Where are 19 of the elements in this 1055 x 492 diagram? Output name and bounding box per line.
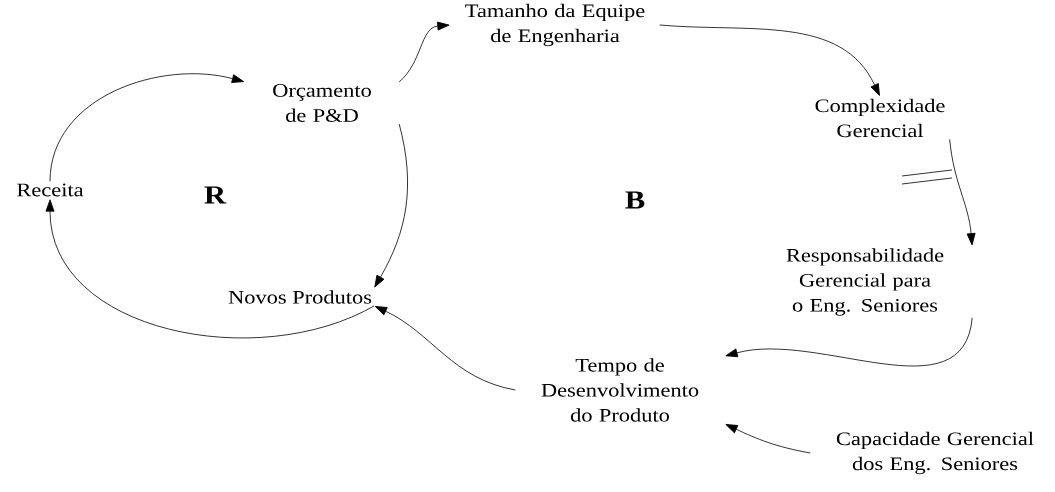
- arrow: [725, 424, 811, 454]
- variable-label: Capacidade Gerencial dos Eng. Seniores: [836, 431, 1034, 475]
- variable-label: Complexidade Gerencial: [815, 98, 945, 138]
- arrow: [49, 73, 245, 182]
- arrow: [725, 317, 973, 367]
- arrow: [398, 21, 450, 83]
- variable-label: Tamanho da Equipe de Engenharia: [465, 3, 645, 47]
- arrow: [659, 24, 880, 96]
- variable-label: Orçamento de P&D: [273, 84, 371, 122]
- variable-label: Receita: [17, 183, 84, 197]
- arrow: [374, 306, 516, 391]
- arrow: [374, 123, 408, 288]
- variable-label: Novos Produtos: [228, 290, 372, 304]
- arrow: [949, 139, 976, 246]
- loop-label: B: [625, 191, 645, 209]
- arrow: [45, 199, 375, 339]
- loop-label: R: [204, 186, 227, 204]
- variable-label: Responsabilidade Gerencial para o Eng. Seniores: [786, 248, 944, 316]
- variable-label: Tempo de Desenvolvimento do Produto: [541, 358, 699, 422]
